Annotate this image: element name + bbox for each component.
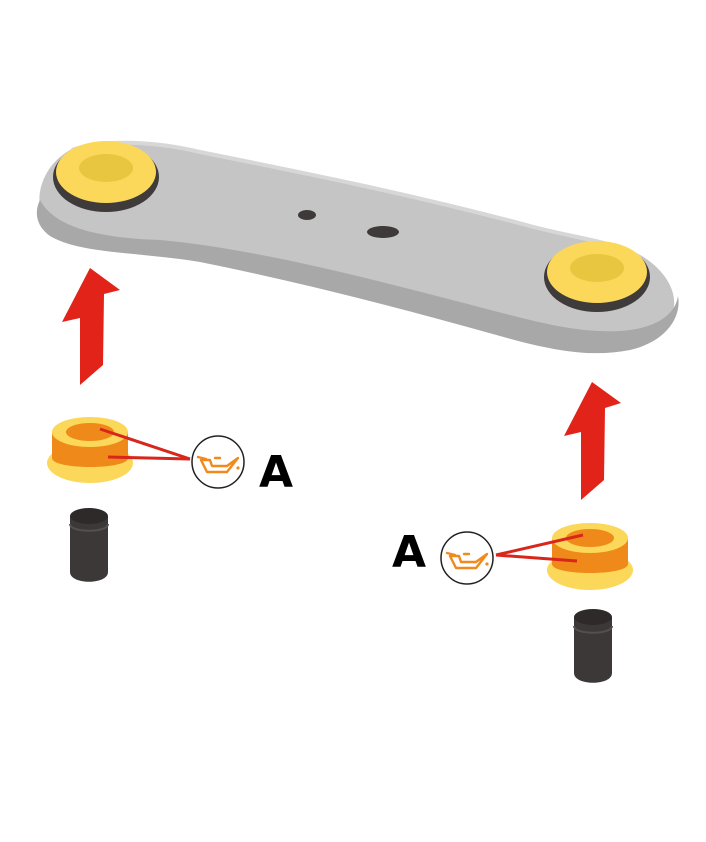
callout-label: A	[259, 447, 293, 498]
leader-line	[495, 533, 584, 557]
leader-line	[107, 455, 191, 461]
arm-bushing-right-core	[570, 254, 624, 282]
bushing-bore	[566, 529, 614, 547]
control-arm-underside	[36, 200, 679, 354]
oil-can-icon	[445, 551, 489, 570]
insert-left	[69, 508, 109, 582]
control-arm-hole-small	[298, 210, 316, 220]
bushing-left	[47, 417, 133, 483]
arrow-up-icon	[62, 268, 120, 385]
callout-circle	[191, 435, 245, 489]
insert-right	[573, 609, 613, 683]
control-arm-body	[39, 141, 675, 348]
control-arm	[36, 140, 679, 354]
callout-right: A	[392, 527, 584, 585]
callout-left: A	[99, 427, 293, 498]
control-arm-hole-large	[367, 226, 399, 238]
leader-line	[495, 553, 578, 563]
callout-circle	[440, 531, 494, 585]
oil-can-icon	[196, 455, 240, 474]
callout-label: A	[392, 527, 426, 578]
arm-bushing-left-core	[79, 154, 133, 182]
leader-line	[99, 427, 191, 461]
control-arm-lip	[71, 140, 642, 260]
bushing-right	[547, 523, 633, 590]
arrow-up-icon	[564, 382, 621, 500]
bushing-bore	[66, 423, 114, 441]
